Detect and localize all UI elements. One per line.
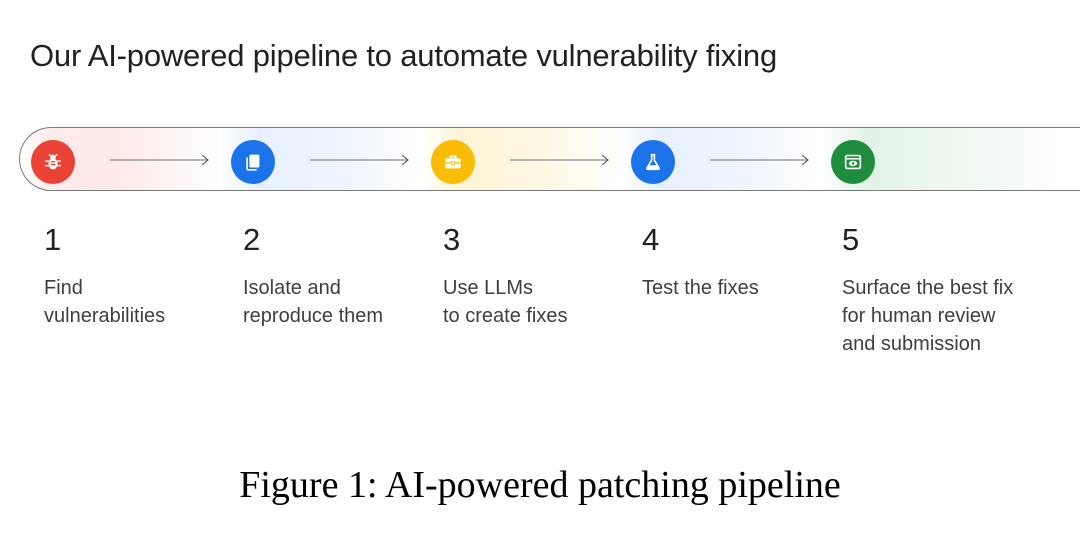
eye-window-icon <box>831 140 875 184</box>
flask-icon <box>631 140 675 184</box>
copy-icon <box>231 140 275 184</box>
step-number: 4 <box>642 222 660 257</box>
step-label: Isolate and reproduce them <box>243 277 384 327</box>
bug-icon <box>31 140 75 184</box>
step-number: 3 <box>443 222 461 257</box>
arrow-4 <box>710 154 809 166</box>
arrow-3 <box>510 154 609 166</box>
step-2: 2 Isolate and reproduce them <box>243 222 443 330</box>
step-5: 5 Surface the best fix for human review … <box>842 222 1062 358</box>
step-label: Test the fixes <box>642 277 759 299</box>
step-label: Surface the best fix for human review an… <box>842 277 1014 355</box>
step-4: 4 Test the fixes <box>642 222 842 302</box>
arrow-1 <box>110 154 209 166</box>
diagram-title: Our AI-powered pipeline to automate vuln… <box>30 38 777 73</box>
step-number: 2 <box>243 222 261 257</box>
step-label: Use LLMs to create fixes <box>443 277 568 327</box>
step-label: Find vulnerabilities <box>44 277 166 327</box>
step-number: 1 <box>44 222 62 257</box>
toolbox-icon <box>431 140 475 184</box>
figure-caption: Figure 1: AI-powered patching pipeline <box>239 464 841 506</box>
arrow-2 <box>310 154 409 166</box>
step-3: 3 Use LLMs to create fixes <box>443 222 643 330</box>
step-1: 1 Find vulnerabilities <box>44 222 244 330</box>
step-number: 5 <box>842 222 860 257</box>
